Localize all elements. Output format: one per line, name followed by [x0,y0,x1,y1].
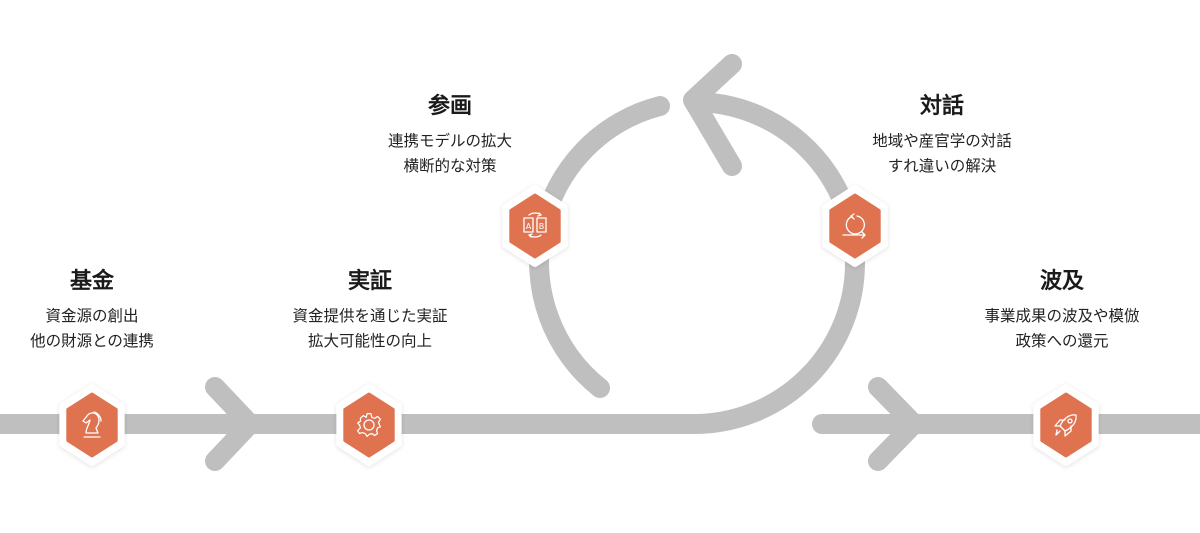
hexagon-badge [336,384,402,466]
stage-demonstration: 実証 資金提供を通じた実証 拡大可能性の向上 [250,268,490,354]
stage-line: 連携モデルの拡大 [387,132,512,150]
svg-text:A: A [526,222,532,231]
chess-knight-icon [82,411,102,438]
hexagon-badge [822,185,888,267]
stage-ripple: 波及 事業成果の波及や模倣 政策への還元 [942,268,1182,354]
stage-title: 対話 [919,94,964,119]
stage-dialogue: 対話 地域や産官学の対話 すれ違いの解決 [822,93,1062,179]
stage-line: すれ違いの解決 [887,157,997,175]
stage-line: 地域や産官学の対話 [872,132,1012,150]
arrow-left-chevron [205,377,260,471]
stage-title: 参画 [427,94,472,119]
stage-line: 横断的な対策 [403,157,497,175]
badge-hexagon [1040,392,1092,458]
hexagon-badge [1033,384,1099,466]
hexagon-badge [59,384,125,466]
badge-hexagon [343,392,395,458]
badge-hexagon [509,193,561,259]
badge-hexagon [66,392,118,458]
gear-icon [356,412,382,438]
arrow-right-chevron [868,377,924,471]
loop-arrowhead [683,54,742,176]
stage-title: 波及 [1039,269,1084,294]
stage-line: 事業成果の波及や模倣 [984,307,1140,325]
stage-line: 政策への還元 [1015,332,1109,350]
stage-line: 他の財源との連携 [30,332,154,350]
stage-title: 基金 [69,269,114,294]
stage-line: 資金源の創出 [45,307,139,325]
stage-line: 拡大可能性の向上 [307,332,432,350]
stage-title: 実証 [347,269,392,294]
stage-fund: 基金 資金源の創出 他の財源との連携 [0,268,212,354]
stage-line: 資金提供を通じた実証 [292,307,448,325]
stage-participation: 参画 連携モデルの拡大 横断的な対策 [330,93,570,179]
cycle-arrow-icon [842,213,866,239]
svg-text:B: B [539,222,545,231]
badge-hexagon [829,193,881,259]
rocket-icon [1054,414,1077,437]
